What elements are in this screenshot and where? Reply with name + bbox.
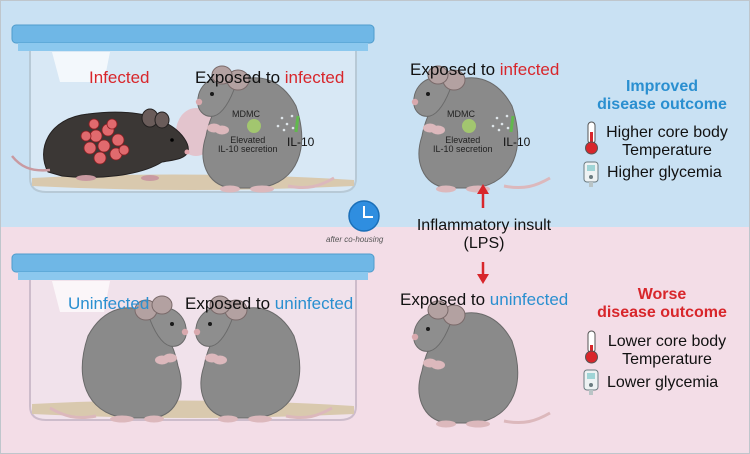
cage-exposed-uninfected-label: Exposed to uninfected [185, 294, 353, 314]
cage-elevated-line2: IL-10 secretion [218, 144, 278, 155]
improved-line2: disease outcome [597, 95, 727, 113]
higher-glycemia-label: Higher glycemia [607, 164, 722, 181]
elevated-line1: Elevated [445, 135, 481, 145]
insult-line2: (LPS) [463, 235, 505, 253]
insult-line1: Inflammatory insult [416, 217, 552, 234]
clock-icon [348, 200, 380, 232]
arrow-up [477, 184, 489, 208]
mdmc-cell-icon-2 [462, 119, 476, 133]
improved-line1: Improved [625, 78, 698, 95]
mdmc-label: MDMC [447, 109, 475, 119]
infected-label: Infected [89, 68, 150, 87]
lower-temp-line2: Temperature [622, 351, 712, 369]
cage-elevated-line1: Elevated [230, 135, 266, 145]
arrow-down [477, 262, 489, 284]
higher-temp-line2: Temperature [622, 142, 712, 160]
bottom-cage [11, 253, 375, 421]
exposed-prefix: Exposed to [410, 60, 500, 79]
lower-glycemia-label: Lower glycemia [607, 374, 719, 391]
il10-label: IL-10 [503, 135, 531, 149]
glucometer-icon [583, 161, 599, 187]
exposed-uninfected-highlight: uninfected [489, 290, 569, 309]
infection-lesion-icon [80, 118, 130, 165]
cage-exposed-prefix: Exposed to [195, 68, 285, 87]
cage-il10-label: IL-10 [287, 135, 315, 149]
exposed-infected-label: Exposed to infected [410, 60, 559, 80]
cage-exposed-infected-label: Exposed to infected [195, 68, 344, 88]
worse-line2: disease outcome [597, 303, 727, 321]
thermometer-icon-bottom [585, 330, 598, 364]
exposed-uninfected-prefix: Exposed to [400, 290, 490, 309]
lower-temp-line1: Lower core body [607, 333, 727, 350]
mdmc-cell-icon [247, 119, 261, 133]
elevated-line2: IL-10 secretion [433, 144, 493, 155]
worse-line1: Worse [637, 286, 687, 303]
higher-temp-line1: Higher core body [606, 124, 728, 141]
cage-exposed-uninfected-prefix: Exposed to [185, 294, 275, 313]
cage-exposed-highlight: infected [284, 68, 345, 87]
inflammatory-insult-label: Inflammatory insult(LPS) [405, 217, 563, 254]
cage-exposed-uninfected-highlight: uninfected [274, 294, 354, 313]
cage-mdmc-label: MDMC [232, 109, 260, 119]
exposed-highlight: infected [499, 60, 560, 79]
exposed-uninfected-label: Exposed to uninfected [400, 290, 568, 310]
thermometer-icon [585, 121, 598, 155]
il10-arrow-2 [509, 115, 515, 133]
uninfected-label: Uninfected [68, 294, 150, 313]
il10-dots-icon-2 [491, 114, 510, 132]
il10-arrow [294, 115, 300, 133]
glucometer-icon-bottom [583, 369, 599, 395]
il10-dots-icon [276, 114, 295, 132]
clock-caption: after co-housing [326, 235, 384, 244]
